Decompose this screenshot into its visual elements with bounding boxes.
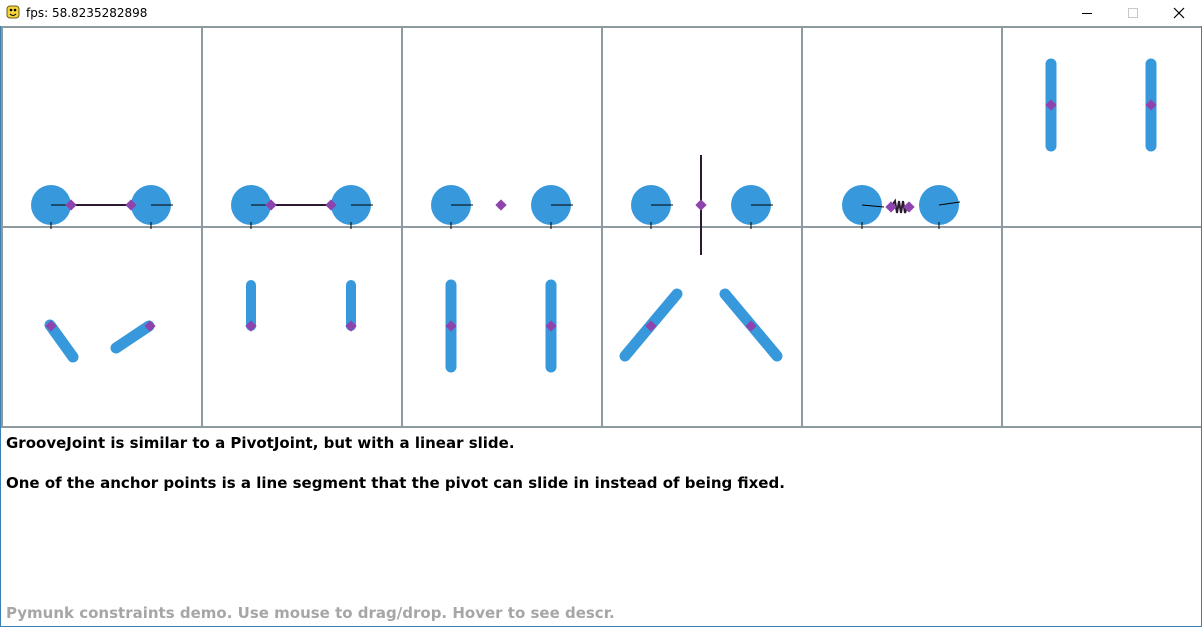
simple-motor-demo[interactable] bbox=[619, 288, 783, 362]
anchor-marker bbox=[885, 201, 897, 213]
anchor-marker bbox=[495, 199, 507, 211]
anchor-marker bbox=[545, 320, 557, 332]
ratchet-joint-demo[interactable] bbox=[245, 280, 357, 332]
maximize-button[interactable] bbox=[1110, 0, 1156, 26]
groove-joint-demo[interactable] bbox=[631, 155, 773, 255]
anchor-marker bbox=[144, 320, 156, 332]
minimize-button[interactable] bbox=[1064, 0, 1110, 26]
anchor-marker bbox=[45, 320, 57, 332]
anchor-marker bbox=[1145, 99, 1157, 111]
rotary-limit-demo[interactable] bbox=[1045, 58, 1157, 152]
anchor-marker bbox=[245, 320, 257, 332]
anchor-marker bbox=[325, 199, 337, 211]
pygame-snake-icon bbox=[6, 5, 20, 19]
anchor-marker bbox=[695, 199, 707, 211]
window-title: fps: 58.8235282898 bbox=[26, 6, 148, 20]
pin-joint-demo[interactable] bbox=[31, 185, 173, 229]
bar-body[interactable] bbox=[110, 320, 155, 354]
anchor-marker bbox=[645, 320, 657, 332]
close-button[interactable] bbox=[1156, 0, 1202, 26]
simulation-canvas[interactable] bbox=[1, 26, 1201, 626]
anchor-marker bbox=[265, 199, 277, 211]
damped-spring-demo[interactable] bbox=[842, 185, 961, 229]
slide-joint-demo[interactable] bbox=[231, 185, 373, 229]
anchor-marker bbox=[345, 320, 357, 332]
anchor-marker bbox=[903, 201, 915, 213]
gear-joint-demo[interactable] bbox=[445, 279, 557, 373]
anchor-marker bbox=[745, 320, 757, 332]
maximize-icon bbox=[1128, 8, 1138, 18]
footer-hint: Pymunk constraints demo. Use mouse to dr… bbox=[6, 604, 615, 622]
anchor-marker bbox=[1045, 99, 1057, 111]
description-line-2: One of the anchor points is a line segme… bbox=[6, 474, 785, 492]
bar-body[interactable] bbox=[44, 319, 79, 363]
close-icon bbox=[1173, 7, 1185, 19]
damped-rotary-spring-demo[interactable] bbox=[44, 319, 156, 363]
minimize-icon bbox=[1082, 13, 1092, 14]
description-line-1: GrooveJoint is similar to a PivotJoint, … bbox=[6, 434, 515, 452]
pivot-joint-demo[interactable] bbox=[431, 185, 573, 229]
cell-grid bbox=[1, 26, 1201, 428]
title-bar[interactable]: fps: 58.8235282898 bbox=[0, 0, 1202, 26]
spring-coil bbox=[890, 198, 908, 214]
anchor-marker bbox=[445, 320, 457, 332]
